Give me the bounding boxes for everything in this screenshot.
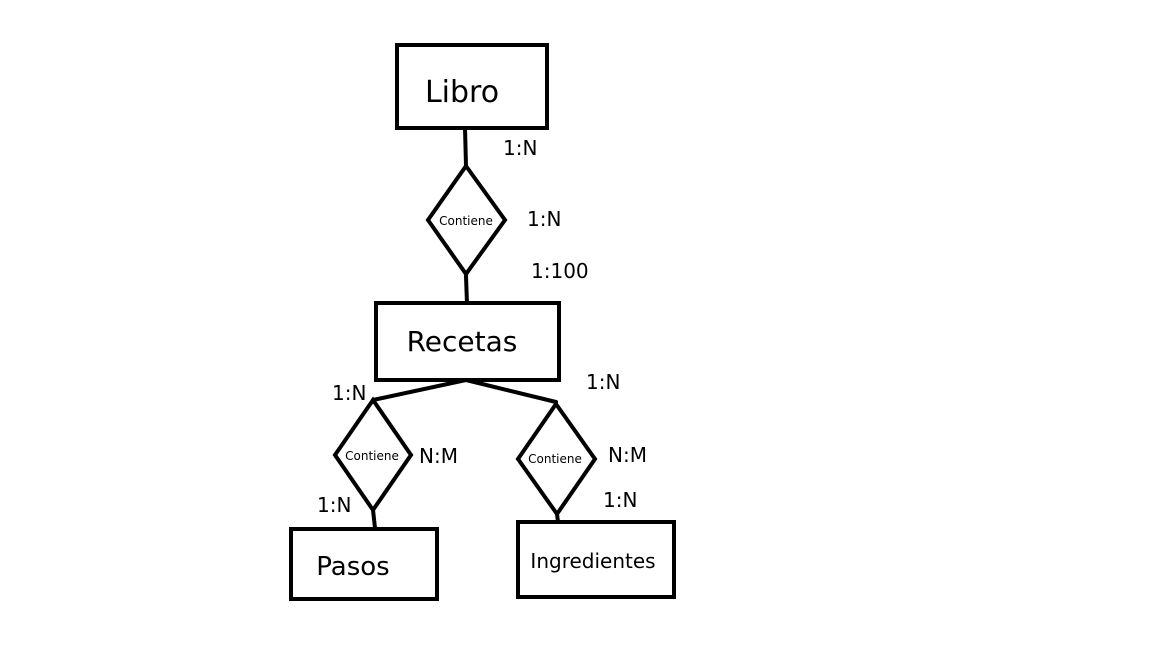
cardinality-recetas-pasos-top: 1:N xyxy=(332,381,366,405)
cardinality-recetas-ingredientes-rel: N:M xyxy=(608,443,647,467)
cardinality-pasos-side: 1:N xyxy=(317,493,351,517)
relationship-recetas-pasos-diamond xyxy=(332,396,414,514)
line-contiene-recetas xyxy=(464,274,469,306)
entity-pasos-box xyxy=(289,527,439,601)
entity-ingredientes-label: Ingredientes xyxy=(530,549,655,573)
entity-recetas-box xyxy=(374,301,561,382)
relationship-recetas-ingredientes-diamond xyxy=(515,400,598,518)
relationship-libro-recetas-diamond xyxy=(425,162,508,278)
cardinality-recetas-limit: 1:100 xyxy=(531,259,589,283)
cardinality-recetas-pasos-rel: N:M xyxy=(419,444,458,468)
cardinality-libro-rel: 1:N xyxy=(527,207,561,231)
cardinality-ingredientes-side: 1:N xyxy=(603,488,637,512)
cardinality-recetas-ingredientes-top: 1:N xyxy=(586,370,620,394)
entity-libro-box xyxy=(395,43,549,130)
line-recetas-contiene-pasos xyxy=(371,378,468,402)
entity-pasos-label: Pasos xyxy=(316,552,389,582)
relationship-recetas-ingredientes-label: Contiene xyxy=(528,452,582,466)
entity-recetas-label: Recetas xyxy=(407,325,518,358)
cardinality-libro-side: 1:N xyxy=(503,136,537,160)
entity-ingredientes-box xyxy=(516,520,676,599)
relationship-recetas-pasos-label: Contiene xyxy=(345,449,399,463)
line-libro-contiene xyxy=(463,126,468,168)
entity-libro-label: Libro xyxy=(425,75,499,110)
line-recetas-contiene-ingredientes xyxy=(464,378,558,404)
relationship-libro-recetas-label: Contiene xyxy=(439,214,493,228)
